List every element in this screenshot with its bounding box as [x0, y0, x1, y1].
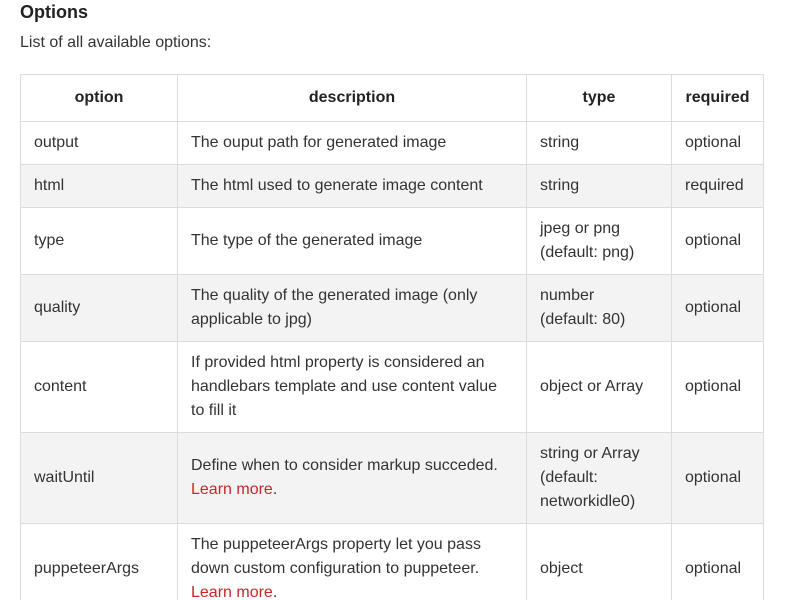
table-row: puppeteerArgs The puppeteerArgs property…: [20, 523, 764, 600]
description-line: Learn more.: [191, 581, 513, 600]
link-suffix: .: [272, 481, 278, 498]
description-line: Learn more.: [191, 478, 513, 502]
column-header-required: required: [671, 74, 764, 122]
column-header-type: type: [526, 74, 672, 122]
table-row: quality The quality of the generated ima…: [20, 274, 764, 342]
option-cell: quality: [20, 274, 178, 342]
required-cell: optional: [671, 523, 764, 600]
link-suffix: .: [272, 584, 278, 600]
column-header-option: option: [20, 74, 178, 122]
type-cell: object or Array: [526, 341, 672, 433]
type-cell: jpeg or png (default: png): [526, 207, 672, 275]
learn-more-link[interactable]: Learn more: [191, 481, 273, 498]
table-row: content If provided html property is con…: [20, 341, 764, 433]
table-row: html The html used to generate image con…: [20, 164, 764, 208]
table-header-row: option description type required: [20, 74, 764, 122]
required-cell: optional: [671, 341, 764, 433]
type-line: number: [540, 287, 595, 304]
option-cell: output: [20, 121, 178, 165]
type-cell: string: [526, 121, 672, 165]
description-cell: The quality of the generated image (only…: [177, 274, 527, 342]
column-header-description: description: [177, 74, 527, 122]
type-line: (default: png): [540, 244, 635, 261]
description-line: The quality of the generated image (only: [191, 287, 478, 304]
option-cell: content: [20, 341, 178, 433]
type-line: string or Array: [540, 445, 640, 462]
description-line: The puppeteerArgs property let you pass: [191, 536, 481, 553]
type-cell: string: [526, 164, 672, 208]
type-line: networkidle0): [540, 493, 636, 510]
option-cell: html: [20, 164, 178, 208]
description-cell: The puppeteerArgs property let you pass …: [177, 523, 527, 600]
type-line: jpeg or png: [540, 220, 621, 237]
required-cell: optional: [671, 274, 764, 342]
description-line: Define when to consider markup succeded.: [191, 457, 498, 474]
type-cell: object: [526, 523, 672, 600]
option-cell: type: [20, 207, 178, 275]
description-line: down custom configuration to puppeteer.: [191, 560, 480, 577]
type-line: (default:: [540, 469, 598, 486]
option-cell: waitUntil: [20, 432, 178, 524]
required-cell: optional: [671, 121, 764, 165]
options-table: option description type required output …: [20, 74, 764, 600]
description-cell: The ouput path for generated image: [177, 121, 527, 165]
required-cell: required: [671, 164, 764, 208]
description-line: If provided html property is considered …: [191, 354, 485, 371]
table-row: type The type of the generated image jpe…: [20, 207, 764, 275]
description-line: handlebars template and use content valu…: [191, 378, 497, 395]
table-row: output The ouput path for generated imag…: [20, 121, 764, 165]
description-line: applicable to jpg): [191, 311, 312, 328]
required-cell: optional: [671, 432, 764, 524]
description-cell: If provided html property is considered …: [177, 341, 527, 433]
description-cell: The type of the generated image: [177, 207, 527, 275]
section-heading: Options: [20, 2, 88, 22]
description-cell: Define when to consider markup succeded.…: [177, 432, 527, 524]
type-line: (default: 80): [540, 311, 626, 328]
learn-more-link[interactable]: Learn more: [191, 584, 273, 600]
table-row: waitUntil Define when to consider markup…: [20, 432, 764, 524]
required-cell: optional: [671, 207, 764, 275]
type-cell: number (default: 80): [526, 274, 672, 342]
option-cell: puppeteerArgs: [20, 523, 178, 600]
type-cell: string or Array (default: networkidle0): [526, 432, 672, 524]
intro-text: List of all available options:: [20, 34, 212, 51]
description-line: to fill it: [191, 402, 237, 419]
description-cell: The html used to generate image content: [177, 164, 527, 208]
